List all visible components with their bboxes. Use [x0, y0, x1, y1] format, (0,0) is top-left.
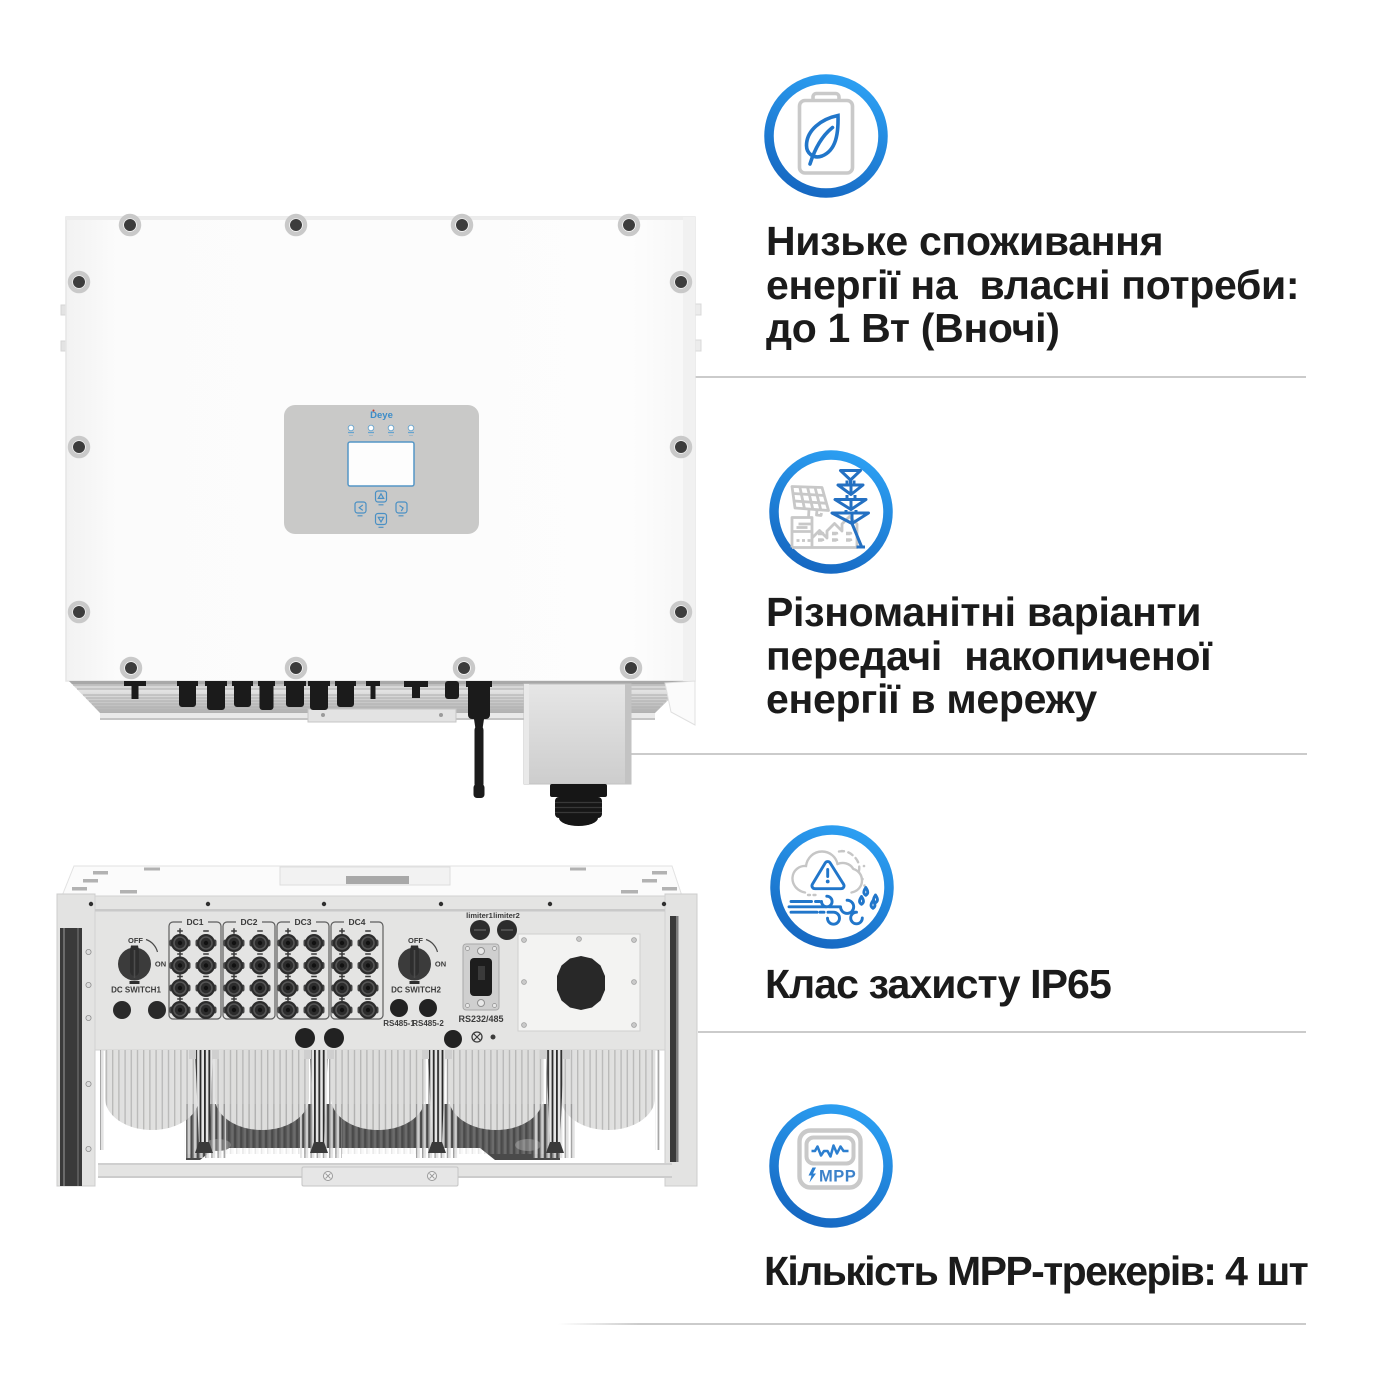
svg-text:DC1: DC1 [186, 917, 203, 927]
svg-text:limiter1: limiter1 [466, 911, 493, 920]
svg-text:RS485-1: RS485-1 [383, 1019, 415, 1028]
svg-text:DC4: DC4 [348, 917, 365, 927]
svg-text:DC SWITCH1: DC SWITCH1 [111, 986, 161, 995]
svg-text:RS232/485: RS232/485 [458, 1014, 503, 1024]
svg-text:DC3: DC3 [294, 917, 311, 927]
svg-text:DC SWITCH2: DC SWITCH2 [391, 986, 441, 995]
svg-text:limiter2: limiter2 [493, 911, 520, 920]
svg-text:OFF: OFF [128, 936, 143, 945]
svg-text:DC2: DC2 [240, 917, 257, 927]
svg-text:MPP: MPP [819, 1168, 856, 1186]
svg-text:RS485-2: RS485-2 [412, 1019, 444, 1028]
svg-text:ON: ON [435, 960, 446, 969]
svg-text:ON: ON [155, 960, 166, 969]
svg-text:Deye: Deye [370, 410, 393, 421]
svg-text:OFF: OFF [408, 936, 423, 945]
